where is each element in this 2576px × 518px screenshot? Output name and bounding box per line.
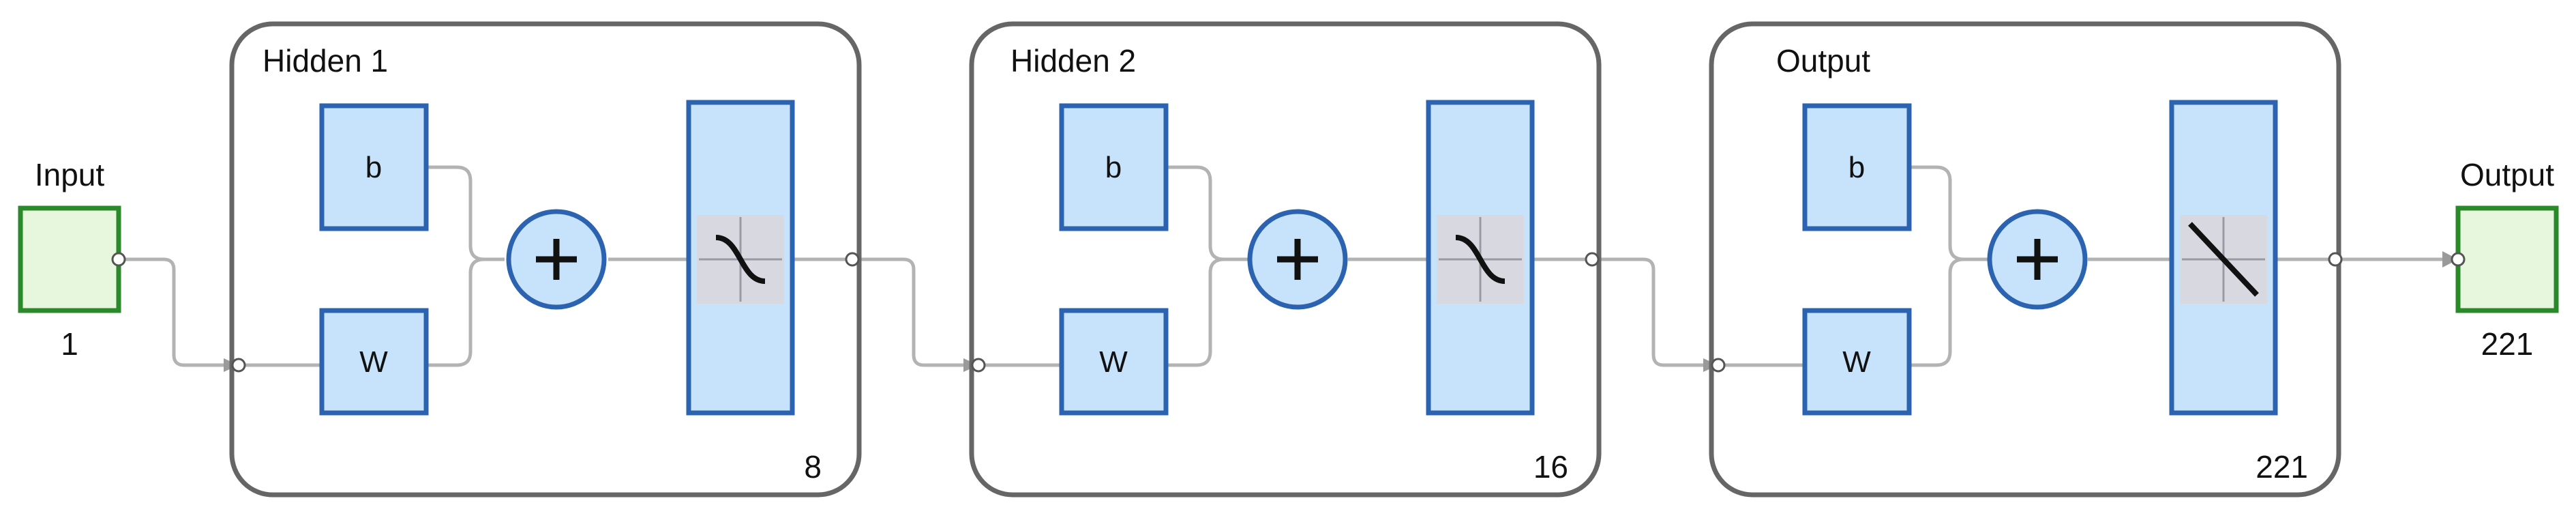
input-node-port bbox=[111, 252, 126, 267]
output-label: Output bbox=[2460, 157, 2554, 192]
output-node: Output 221 bbox=[2455, 157, 2559, 362]
layer-title: Output bbox=[1776, 43, 1870, 78]
bias-box: b bbox=[319, 103, 429, 231]
bias-label: b bbox=[1105, 151, 1122, 184]
transfer-function-box bbox=[1426, 100, 1535, 416]
output-port bbox=[1585, 252, 1600, 267]
layer-title: Hidden 1 bbox=[263, 43, 388, 78]
plus-icon bbox=[2017, 239, 2058, 280]
linear-line-icon bbox=[2188, 222, 2259, 297]
weight-box: W bbox=[1802, 308, 1912, 416]
layer-size: 16 bbox=[1533, 449, 1568, 485]
input-node: Input 1 bbox=[18, 157, 121, 362]
input-port bbox=[1711, 358, 1726, 373]
bias-label: b bbox=[365, 151, 382, 184]
plus-icon bbox=[1277, 239, 1318, 280]
sum-node bbox=[1987, 209, 2088, 310]
output-port bbox=[2328, 252, 2343, 267]
layer-size: 221 bbox=[2256, 449, 2308, 485]
sigmoid-curve-icon bbox=[715, 235, 766, 284]
bias-box: b bbox=[1802, 103, 1912, 231]
layer-hidden-2: Hidden 2 16 b W bbox=[969, 21, 1602, 498]
sigmoid-curve-icon bbox=[1455, 235, 1506, 284]
input-size: 1 bbox=[61, 326, 78, 362]
input-box bbox=[18, 205, 121, 313]
output-node-port bbox=[2451, 252, 2466, 267]
bias-label: b bbox=[1848, 151, 1865, 184]
layer-title: Hidden 2 bbox=[1010, 43, 1136, 78]
output-box bbox=[2455, 205, 2559, 313]
input-port bbox=[971, 358, 986, 373]
layer-hidden-1: Hidden 1 8 b W bbox=[229, 21, 862, 498]
bias-box: b bbox=[1059, 103, 1169, 231]
layer-output: Output 221 b W bbox=[1709, 21, 2343, 498]
weight-label: W bbox=[359, 345, 388, 379]
weight-box: W bbox=[319, 308, 429, 416]
input-label: Input bbox=[35, 157, 105, 192]
weight-label: W bbox=[1099, 345, 1128, 379]
transfer-function-box bbox=[2169, 100, 2278, 416]
input-port bbox=[231, 358, 246, 373]
output-size: 221 bbox=[2481, 326, 2534, 362]
sum-node bbox=[506, 209, 607, 310]
output-port bbox=[845, 252, 860, 267]
weight-box: W bbox=[1059, 308, 1169, 416]
transfer-function-box bbox=[686, 100, 795, 416]
plus-icon bbox=[536, 239, 577, 280]
layer-size: 8 bbox=[804, 449, 822, 485]
weight-label: W bbox=[1842, 345, 1871, 379]
sum-node bbox=[1247, 209, 1348, 310]
